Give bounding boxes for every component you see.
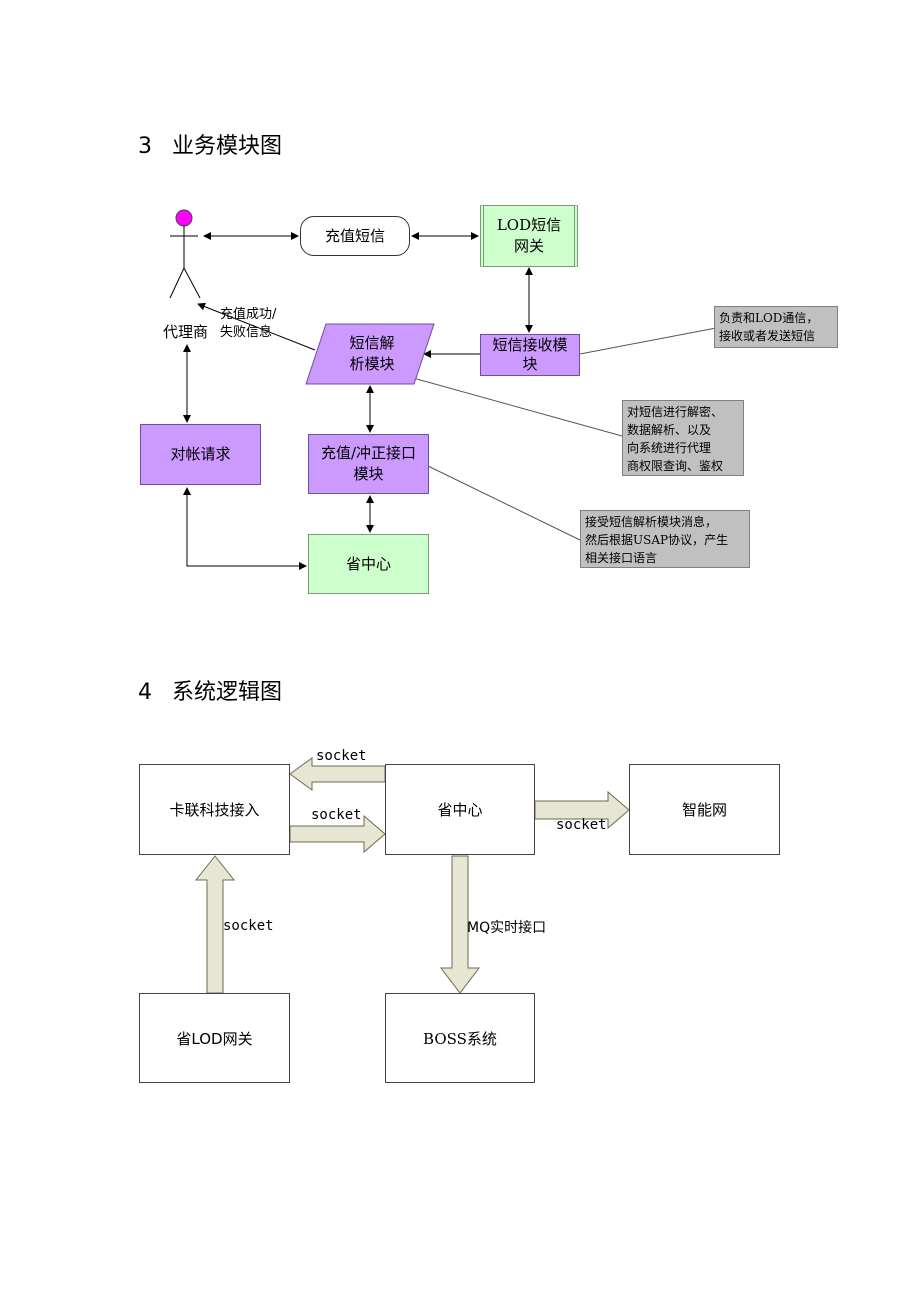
province-center-label: 省中心 [345,554,391,573]
arrow-lod-to-kalian [194,855,236,994]
lod-gateway-line-2: 网关 [513,237,544,255]
sms-receive-line-1: 短信接收模 [492,336,568,354]
note-receive-line-1: 负责和LOD通信， [719,311,819,325]
recharge-interface-line-2: 模块 [353,465,384,483]
province-center-node: 省中心 [308,534,429,594]
section-title: 系统逻辑图 [172,680,283,705]
socket-label-top: socket [316,748,367,764]
note-parse-line-4: 商权限查询、鉴权 [627,459,724,473]
section-3-heading: 3 业务模块图 [138,128,282,160]
note-parse-line-3: 向系统进行代理 [627,441,712,455]
note-interface: 接受短信解析模块消息， 然后根据USAP协议，产生 相关接口语言 [580,510,750,568]
actor-leg-right [183,267,201,299]
note-receive-line-2: 接收或者发送短信 [719,329,816,343]
note-parse-line-1: 对短信进行解密、 [627,405,724,419]
section-number: 3 [138,134,152,159]
boss-system-node: BOSS系统 [385,993,535,1083]
kalian-access-label: 卡联科技接入 [169,801,260,819]
system-province-center-node: 省中心 [385,764,535,855]
actor-label: 代理商 [163,323,209,341]
arrow-kalian-to-center [289,814,386,854]
smart-net-label: 智能网 [681,801,727,819]
socket-label-right: socket [556,817,607,833]
business-diagram-lines [169,209,717,570]
sms-parse-node: 短信解 析模块 [318,324,426,384]
note-interface-line-1: 接受短信解析模块消息， [585,515,718,529]
note-interface-line-2: 然后根据USAP协议，产生 [585,533,729,547]
sms-receive-line-2: 块 [522,355,538,373]
sms-parse-shape [305,323,435,385]
note-parse: 对短信进行解密、 数据解析、以及 向系统进行代理 商权限查询、鉴权 [622,400,744,476]
socket-label-middle: socket [311,807,362,823]
arrow-center-to-boss [439,855,481,994]
arrow-center-to-kalian [289,757,386,791]
note-interface-line-3: 相关接口语言 [585,551,658,565]
boss-system-label: BOSS系统 [423,1029,497,1048]
socket-label-left: socket [223,918,274,934]
result-label-line-2: 失败信息 [220,325,273,340]
lod-gateway-node: LOD短信 网关 [480,205,578,267]
recharge-sms-node: 充值短信 [300,216,410,256]
note-receive: 负责和LOD通信， 接收或者发送短信 [714,306,838,348]
mq-interface-label: MQ实时接口 [467,920,547,936]
reconcile-node: 对帐请求 [140,424,261,485]
recharge-interface-line-1: 充值/冲正接口 [320,444,417,462]
system-province-center-label: 省中心 [437,801,483,819]
result-label-line-1: 充值成功/ [220,307,277,322]
sms-parse-line-1: 短信解 [349,334,395,352]
section-number: 4 [138,680,152,705]
recharge-interface-node: 充值/冲正接口 模块 [308,434,429,494]
recharge-sms-label: 充值短信 [324,226,385,245]
section-4-heading: 4 系统逻辑图 [138,674,282,706]
sms-parse-line-2: 析模块 [349,355,395,373]
smart-net-node: 智能网 [629,764,780,855]
note-parse-line-2: 数据解析、以及 [627,423,712,437]
result-label: 充值成功/ 失败信息 [220,306,276,342]
section-title: 业务模块图 [172,134,283,159]
lod-gateway-system-label: 省LOD网关 [176,1029,253,1048]
actor-leg-left [169,267,185,299]
lod-gateway-system-node: 省LOD网关 [139,993,290,1083]
arrow-center-to-smartnet [534,790,630,830]
sms-receive-node: 短信接收模 块 [480,334,580,376]
kalian-access-node: 卡联科技接入 [139,764,290,855]
reconcile-label: 对帐请求 [170,445,231,463]
lod-gateway-line-1: LOD短信 [496,216,562,234]
